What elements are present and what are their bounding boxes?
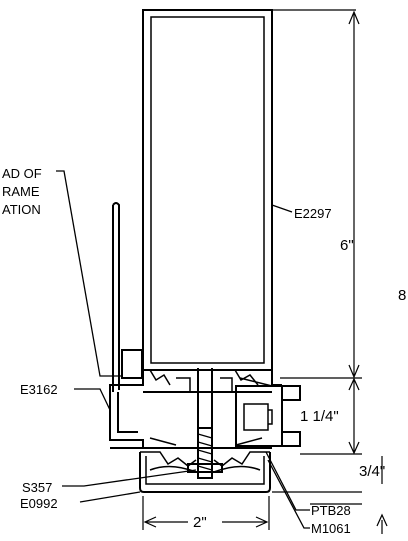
dimension-2in-label: 2" <box>193 514 207 531</box>
leader-lines <box>56 170 310 529</box>
callout-e3162: E3162 <box>20 382 58 397</box>
callout-s357: S357 <box>22 480 52 495</box>
dimension-8-partial-label: 8 <box>398 287 406 304</box>
callout-e0992: E0992 <box>20 496 58 511</box>
dimension-lines-right <box>272 9 388 534</box>
pressure-plate-and-cover <box>139 451 271 493</box>
right-glazing-adaptor <box>235 385 301 447</box>
lower-frame-profile <box>109 368 282 449</box>
callout-head-line2: RAME <box>2 184 40 199</box>
head-of-frame-upright <box>112 202 143 392</box>
dimension-6in-label: 6" <box>340 237 354 254</box>
dimension-2in <box>142 496 270 530</box>
callout-ptb28: PTB28 <box>311 503 351 518</box>
dimension-1-1-4in-label: 1 1/4" <box>300 408 339 425</box>
screw-s357 <box>187 427 223 479</box>
dimension-3-4in-label: 3/4" <box>359 463 385 480</box>
callout-e2297: E2297 <box>294 206 332 221</box>
callout-head-line3: ATION <box>2 202 41 217</box>
callout-head-line1: AD OF <box>2 166 42 181</box>
callout-m1061: M1061 <box>311 521 351 536</box>
main-tube <box>142 9 273 371</box>
